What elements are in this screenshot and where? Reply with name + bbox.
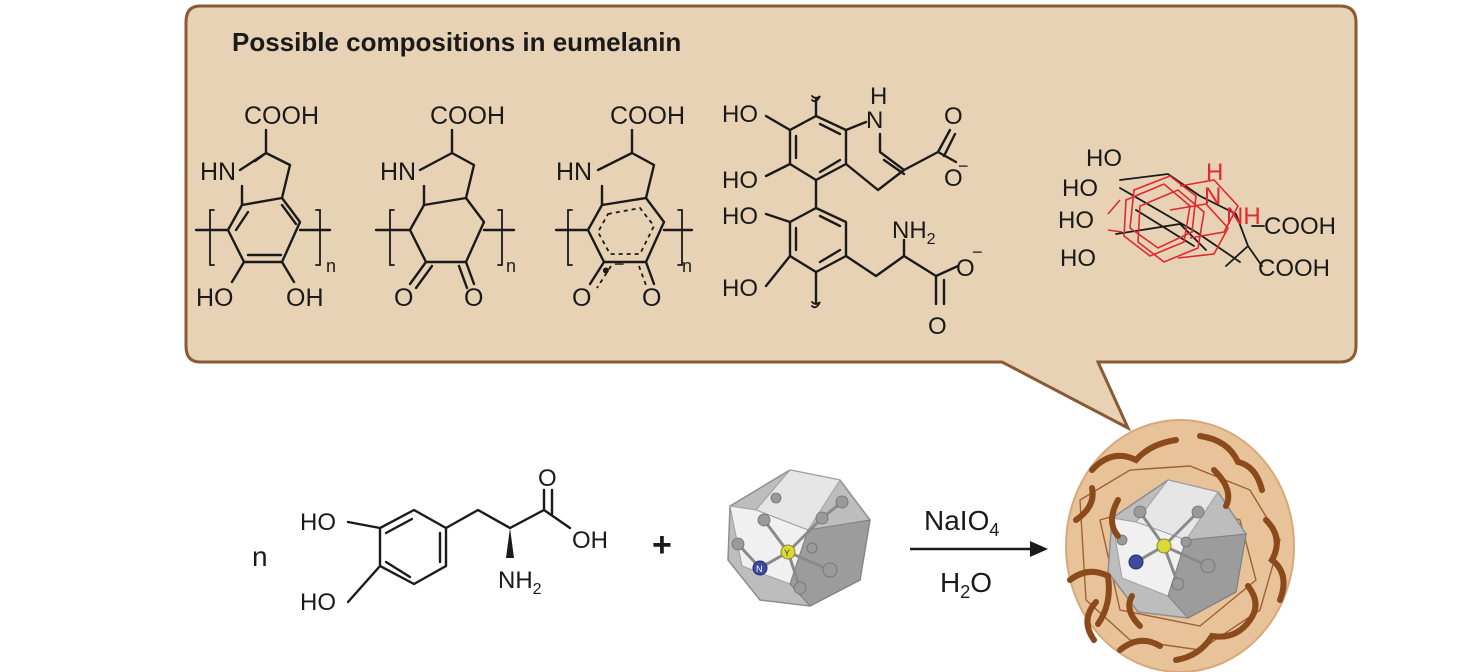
s5-n: N [1204,183,1221,210]
s5-cooh2: COOH [1258,255,1330,282]
cluster-atom-n [752,560,768,576]
structure-dhica: COOH HN n HO OH [194,102,336,312]
s4-o-carbonyl: O [944,103,963,130]
callout-title: Possible compositions in eumelanin [232,27,681,57]
s3-cooh: COOH [610,102,685,130]
cluster-label-n: N [756,564,763,574]
s5-ho4: HO [1060,245,1096,272]
dopa-o: O [538,465,557,492]
s4-o-carbonyl-b: O [928,313,947,340]
s4-ho4: HO [722,275,758,302]
solvent-label: H2O [940,567,992,602]
s4-minus-a: − [958,156,969,176]
reaction-arrowhead [1030,541,1048,557]
s1-cooh: COOH [244,102,319,130]
s2-o1: O [394,284,413,312]
s4-o-minus-b: O [956,255,975,282]
dopa-oh: OH [572,527,608,554]
s1-ho: HO [196,284,234,312]
s3-hn: HN [556,158,592,186]
s5-cooh1: COOH [1264,213,1336,240]
s2-cooh: COOH [430,102,505,130]
s1-hn: HN [200,158,236,186]
callout-bubble [184,4,1358,432]
plus-sign: + [652,526,672,564]
s4-h: H [870,83,887,110]
s4-ho1: HO [722,101,758,128]
dopa-ho1: HO [300,509,336,536]
s5-ho2: HO [1062,175,1098,202]
structure-dimer: H N HO HO O O − HO HO NH2 O − O [722,83,983,340]
structure-tetramer: HO HO HO HO H N NH COOH COOH [1058,145,1336,282]
s2-o2: O [464,284,483,312]
s5-ho1: HO [1086,145,1122,172]
s1-oh: OH [286,284,324,312]
s2-hn: HN [380,158,416,186]
s4-o-minus-a: O [944,165,963,192]
s3-minus: − [614,254,625,274]
s3-n-subscript: n [682,256,692,276]
cluster-atom-y [780,544,796,560]
polyhedral-cluster-icon: Y N [727,469,871,607]
reaction-n-coefficient: n [252,541,268,572]
s4-minus-b: − [972,242,983,262]
s2-n-subscript: n [506,256,516,276]
structure-semiquinone: COOH HN n O O • − [554,102,694,312]
structure-l-dopa: HO HO O OH NH2 [300,465,608,616]
s3-o2: O [642,284,661,312]
cluster-label-y: Y [784,548,790,558]
s1-n-subscript: n [326,256,336,276]
s4-ho2: HO [722,167,758,194]
s4-n: N [866,107,883,134]
s3-o1: O [572,284,591,312]
s3-radical-dot: • [602,258,610,283]
s5-h: H [1206,159,1223,186]
reagent-label: NaIO4 [924,505,999,540]
eumelanin-coated-cluster-icon [1065,419,1295,672]
dopa-nh2: NH2 [498,567,542,598]
s5-ho3: HO [1058,207,1094,234]
s4-ho3: HO [722,203,758,230]
s4-nh2: NH2 [892,217,936,248]
structure-indolequinone: COOH HN n O O [374,102,516,312]
dopa-ho2: HO [300,589,336,616]
